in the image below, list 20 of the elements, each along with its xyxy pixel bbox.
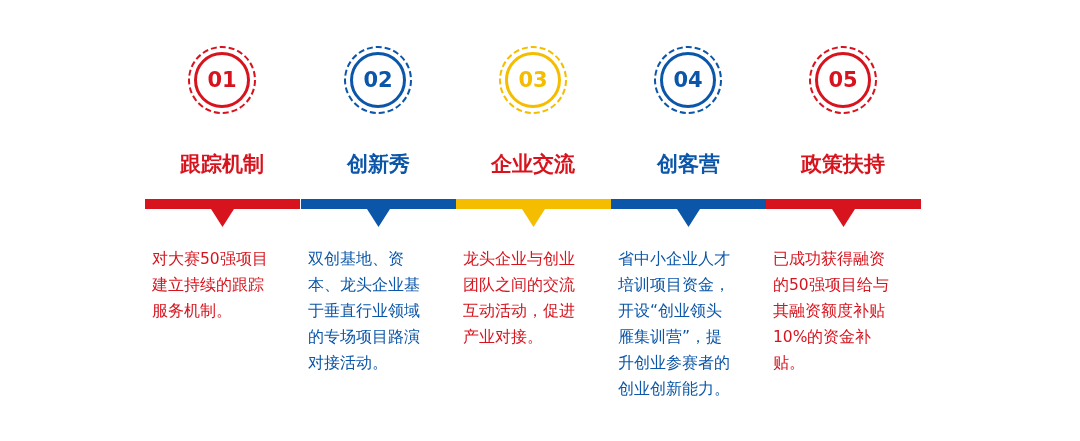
step-number: 03 — [518, 68, 548, 92]
number-circle — [505, 52, 561, 108]
step-number: 04 — [673, 68, 703, 92]
step-description: 对大赛50强项目建立持续的跟踪服务机制。 — [152, 249, 269, 322]
number-circle — [660, 52, 716, 108]
number-circle — [194, 52, 250, 108]
step-number: 05 — [828, 68, 858, 92]
step-title: 创客营 — [655, 151, 721, 178]
step-title: 创新秀 — [345, 151, 411, 178]
number-circle — [815, 52, 871, 108]
step-number: 02 — [363, 68, 393, 92]
step-description: 双创基地、资本、龙头企业基于垂直行业领域的专场项目路演对接活动。 — [308, 249, 421, 374]
number-circle — [350, 52, 406, 108]
step-number: 01 — [207, 68, 237, 92]
step-title: 企业交流 — [490, 151, 576, 178]
step-title: 跟踪机制 — [179, 151, 265, 178]
step-description: 龙头企业与创业团队之间的交流互动活动，促进产业对接。 — [463, 249, 576, 348]
step-description: 省中小企业人才培训项目资金，开设“创业领头雁集训营”，提升创业参赛者的创业创新能力。 — [618, 249, 731, 400]
step-description: 已成功获得融资的50强项目给与其融资额度补贴10%的资金补贴。 — [773, 249, 890, 374]
step-title: 政策扶持 — [799, 151, 886, 178]
